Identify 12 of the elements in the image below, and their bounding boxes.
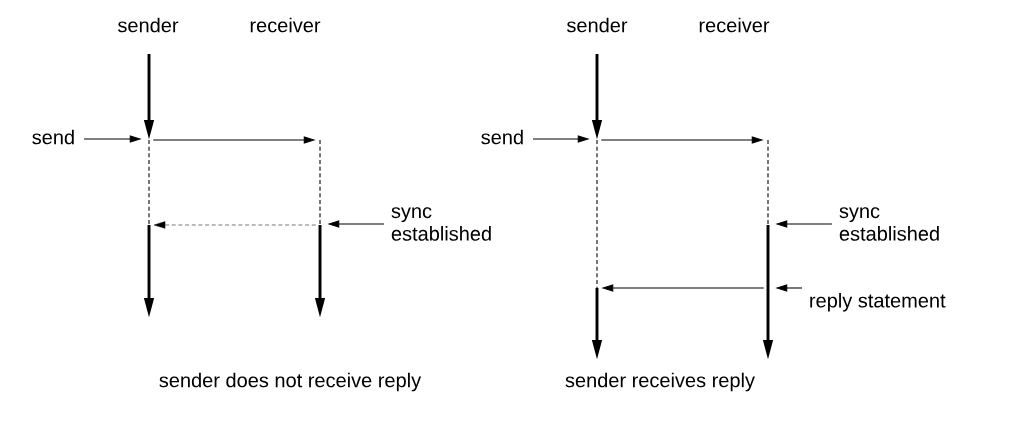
- annotation-text: sync established: [839, 207, 939, 241]
- message-arrow: [153, 221, 316, 229]
- lifeline-heading: receiver: [250, 17, 321, 33]
- annotation-text: reply statement: [810, 292, 946, 312]
- annotation-text: send: [481, 129, 523, 145]
- lifeline-heading: sender: [118, 17, 179, 33]
- annotation-text: send: [32, 129, 74, 145]
- lifeline-heading: receiver: [699, 17, 770, 33]
- caption: sender does not receive reply: [159, 372, 422, 392]
- caption: sender receives reply: [565, 372, 755, 392]
- lifeline-heading: sender: [567, 17, 628, 33]
- annotation-text: sync established: [391, 207, 491, 241]
